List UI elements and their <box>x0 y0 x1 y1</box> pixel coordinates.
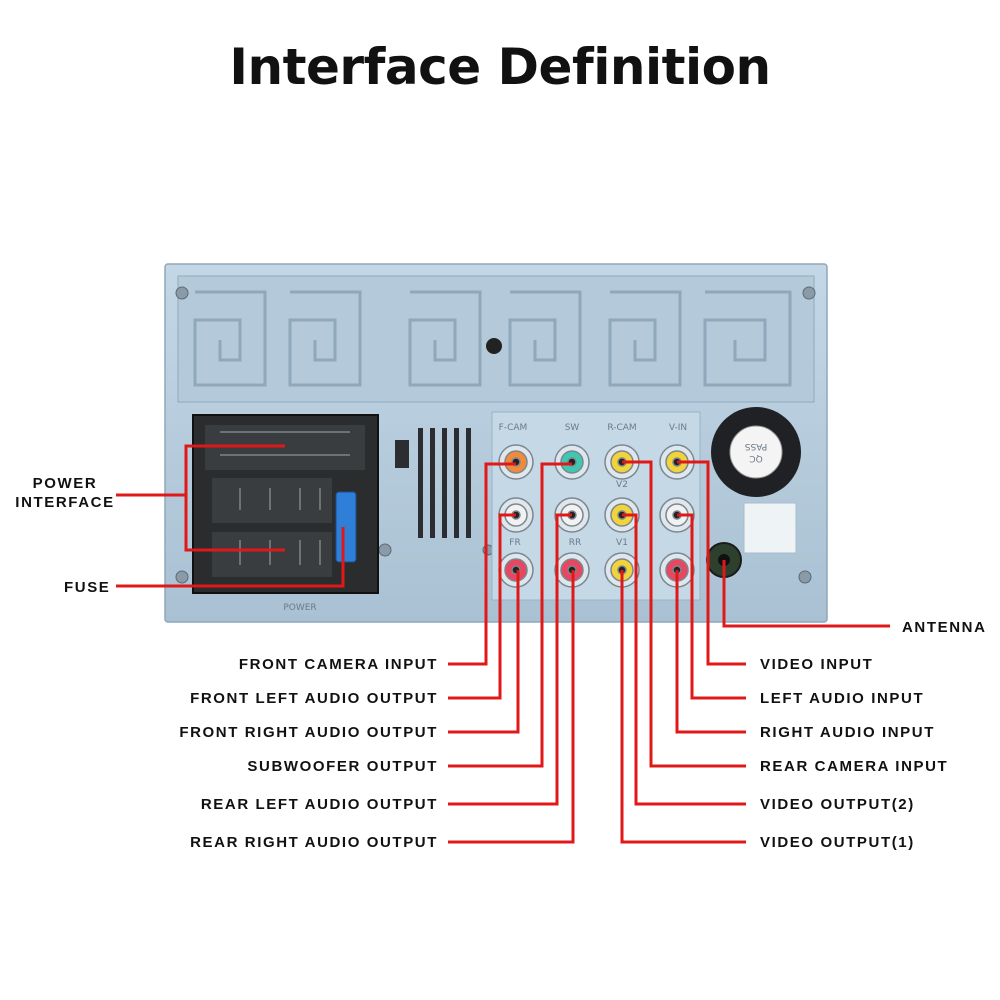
cooling-fan: QC PASS <box>711 407 801 497</box>
label-antenna: ANTENNA <box>902 619 987 636</box>
sticker-area <box>743 502 797 554</box>
fret-pattern <box>193 290 792 387</box>
qc-label: QC <box>749 453 762 463</box>
leader-lines <box>116 444 890 844</box>
label-video-output-1: VIDEO OUTPUT(1) <box>760 834 915 851</box>
label-right-audio-input: RIGHT AUDIO INPUT <box>760 724 935 741</box>
label-front-left-audio-output: FRONT LEFT AUDIO OUTPUT <box>190 690 438 707</box>
rcam-port-label: R-CAM <box>607 423 636 433</box>
fuse-icon <box>335 491 357 563</box>
v2-port-label: V2 <box>616 480 628 490</box>
back-panel: POWER F-CAM SW R-CAM V-IN V2 V1 FR RR <box>164 263 828 623</box>
fr-port-label: FR <box>509 538 520 548</box>
screw-icon <box>175 286 816 584</box>
sw-port-label: SW <box>565 423 580 433</box>
rr-port-label: RR <box>569 538 582 548</box>
rca-jack-subwoofer <box>554 444 590 480</box>
vin-port-label: V-IN <box>669 423 687 433</box>
power-port-label: POWER <box>283 603 316 613</box>
label-power-interface-line2: INTERFACE <box>15 494 114 511</box>
label-front-right-audio-output: FRONT RIGHT AUDIO OUTPUT <box>179 724 438 741</box>
label-video-output-2: VIDEO OUTPUT(2) <box>760 796 915 813</box>
label-subwoofer-output: SUBWOOFER OUTPUT <box>247 758 438 775</box>
rca-jack-front-right <box>498 552 534 588</box>
label-power-interface-line1: POWER <box>33 475 98 492</box>
label-rear-camera-input: REAR CAMERA INPUT <box>760 758 948 775</box>
fcam-port-label: F-CAM <box>499 423 528 433</box>
label-rear-right-audio-output: REAR RIGHT AUDIO OUTPUT <box>190 834 438 851</box>
label-left-audio-input: LEFT AUDIO INPUT <box>760 690 924 707</box>
label-rear-left-audio-output: REAR LEFT AUDIO OUTPUT <box>201 796 438 813</box>
power-connector <box>192 414 379 594</box>
pass-label: PASS <box>744 441 767 451</box>
v1-port-label: V1 <box>616 538 628 548</box>
mount-hole-icon <box>486 338 502 354</box>
label-front-camera-input: FRONT CAMERA INPUT <box>239 656 438 673</box>
label-video-input: VIDEO INPUT <box>760 656 873 673</box>
page-title: Interface Definition <box>229 38 771 96</box>
label-fuse: FUSE <box>64 579 110 596</box>
rca-jack-front-camera <box>498 444 534 480</box>
callout-labels: POWER INTERFACE FUSE ANTENNA FRONT CAMER… <box>15 475 987 851</box>
vent-grille <box>395 428 471 538</box>
